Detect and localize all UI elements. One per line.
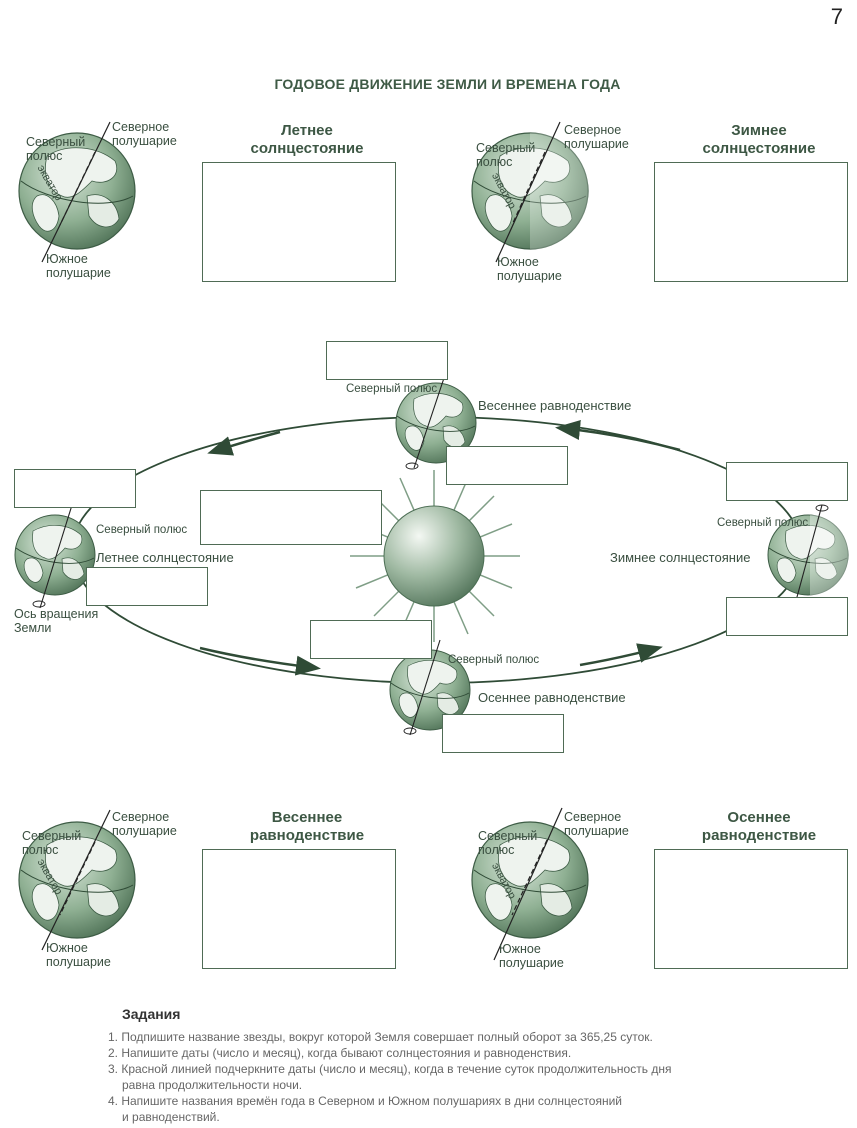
orbit-arrow [199, 646, 321, 676]
panel-title-winter: Зимнее солнцестояние [702, 122, 816, 157]
orbit-arrow [579, 643, 663, 667]
label-south-hemisphere: Южное полушарие [46, 252, 111, 280]
answer-box-orbit-winter-date[interactable] [726, 462, 848, 501]
orbit-label-north-pole: Северный полюс [717, 517, 809, 529]
task-item: 4. Напишите названия времён года в Север… [108, 1094, 623, 1108]
orbit-globe-spring [395, 371, 477, 470]
answer-box-orbit-spring-date[interactable] [326, 341, 448, 380]
label-north-hemisphere: Северное полушарие [112, 120, 177, 148]
label-north-pole: Северный полюс [26, 135, 86, 163]
answer-box-orbit-spring-season[interactable] [446, 446, 568, 485]
task-item: 1. Подпишите название звезды, вокруг кот… [108, 1030, 653, 1044]
globe-summer-solstice [18, 121, 136, 263]
label-south-hemisphere: Южное полушарие [46, 941, 111, 969]
answer-box-orbit-autumn-season[interactable] [442, 714, 564, 753]
task-item: 2. Напишите даты (число и месяц), когда … [108, 1046, 572, 1060]
globe-autumn-equinox [471, 807, 589, 961]
answer-box-orbit-winter-season[interactable] [726, 597, 848, 636]
orbit-arrow [555, 420, 681, 452]
orbit-label-spring: Весеннее равноденствие [478, 398, 632, 413]
orbit-globe-summer [14, 504, 96, 609]
answer-box-autumn[interactable] [654, 849, 848, 969]
label-north-hemisphere: Северное полушарие [564, 810, 629, 838]
answer-box-summer[interactable] [202, 162, 396, 282]
page-title: ГОДОВОЕ ДВИЖЕНИЕ ЗЕМЛИ И ВРЕМЕНА ГОДА [274, 76, 621, 92]
task-item: 3. Красной линией подчеркните даты (числ… [108, 1062, 672, 1076]
orbit-globe-autumn [389, 639, 471, 736]
orbit-globe-winter [767, 504, 849, 609]
orbit-label-north-pole: Северный полюс [448, 654, 540, 666]
answer-box-orbit-autumn-date[interactable] [310, 620, 432, 659]
answer-box-orbit-summer-season[interactable] [86, 567, 208, 606]
answer-box-winter[interactable] [654, 162, 848, 282]
orbit-label-summer: Летнее солнцестояние [96, 550, 234, 565]
task-item-continuation: равна продолжительности ночи. [122, 1078, 303, 1092]
globe-spring-equinox [18, 809, 136, 951]
label-north-hemisphere: Северное полушарие [564, 123, 629, 151]
orbit-label-north-pole: Северный полюс [346, 383, 438, 395]
orbit-label-north-pole: Северный полюс [96, 524, 188, 536]
answer-box-orbit-summer-date[interactable] [14, 469, 136, 508]
answer-box-star-name[interactable] [200, 490, 382, 545]
label-north-hemisphere: Северное полушарие [112, 810, 177, 838]
label-south-hemisphere: Южное полушарие [497, 255, 562, 283]
label-north-pole: Северный полюс [22, 829, 82, 857]
panel-title-autumn: Осеннее равноденствие [701, 809, 817, 844]
orbit-label-winter: Зимнее солнцестояние [610, 550, 751, 565]
orbit-label-autumn: Осеннее равноденствие [478, 690, 626, 705]
orbit-arrow [207, 430, 281, 456]
panel-title-spring: Весеннее равноденствие [249, 809, 365, 844]
label-north-pole: Северный полюс [478, 829, 538, 857]
orbit-label-axis: Ось вращения Земли [14, 607, 99, 635]
panel-title-summer: Летнее солнцестояние [250, 122, 364, 157]
label-north-pole: Северный полюс [476, 141, 536, 169]
tasks-title: Задания [122, 1006, 181, 1022]
label-south-hemisphere: Южное полушарие [499, 942, 564, 970]
globe-winter-solstice [471, 121, 589, 263]
answer-box-spring[interactable] [202, 849, 396, 969]
sun [350, 470, 520, 642]
page-number: 7 [830, 4, 843, 29]
task-item-continuation: и равноденствий. [122, 1110, 220, 1124]
